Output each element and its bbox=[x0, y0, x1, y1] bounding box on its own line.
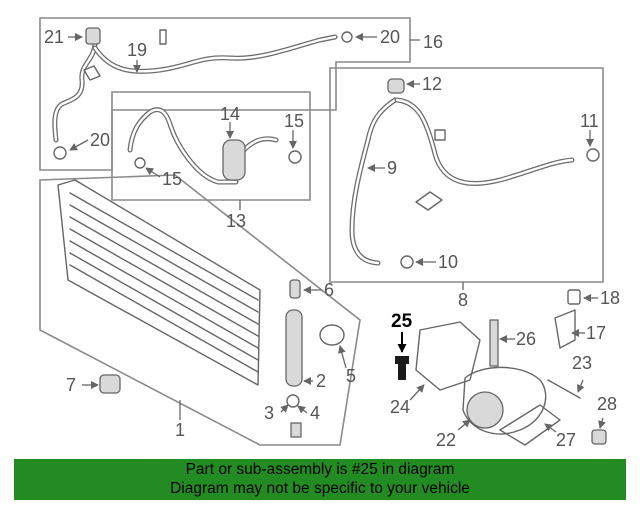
callout-9: 9 bbox=[387, 158, 397, 178]
bolt-25-highlighted bbox=[395, 332, 409, 380]
bracket-8 bbox=[415, 191, 443, 211]
panel-8-outline bbox=[329, 67, 604, 283]
oring-20-bottom bbox=[53, 146, 67, 160]
callout-15-left: 15 bbox=[162, 169, 182, 189]
sensor-7 bbox=[99, 374, 121, 394]
banner-line-1: Part or sub-assembly is #25 in diagram bbox=[185, 461, 455, 478]
callout-11: 11 bbox=[580, 111, 599, 131]
oring-20-top bbox=[341, 31, 353, 43]
callout-20-top: 20 bbox=[380, 27, 400, 47]
plug-6 bbox=[289, 279, 301, 299]
callout-16: 16 bbox=[423, 32, 443, 52]
bolt-23 bbox=[547, 379, 581, 399]
callout-labels: 21 20 16 19 20 12 14 15 15 11 9 13 10 8 … bbox=[44, 27, 620, 450]
line-19-left bbox=[52, 39, 98, 143]
callout-15-right: 15 bbox=[284, 111, 304, 131]
callout-1: 1 bbox=[175, 420, 185, 440]
callout-19: 19 bbox=[127, 40, 147, 60]
line-8-pipe bbox=[394, 97, 575, 186]
cap-12 bbox=[387, 78, 405, 94]
callout-7: 7 bbox=[66, 375, 76, 395]
bracket bbox=[83, 65, 101, 81]
banner-line-2: Diagram may not be specific to your vehi… bbox=[170, 479, 470, 497]
condenser-panel-1 bbox=[39, 174, 361, 446]
callout-4: 4 bbox=[310, 403, 320, 423]
callout-23: 23 bbox=[572, 353, 592, 373]
receiver-drier-2 bbox=[285, 309, 303, 387]
panel-16-outline bbox=[39, 17, 411, 171]
bracket-17 bbox=[554, 309, 576, 349]
bracket-24 bbox=[415, 321, 481, 391]
callout-17: 17 bbox=[586, 323, 606, 343]
callout-10: 10 bbox=[438, 252, 458, 272]
compressor-pulley bbox=[466, 391, 504, 429]
compressor-region bbox=[395, 289, 607, 446]
callout-28: 28 bbox=[597, 394, 617, 414]
compressor-22 bbox=[462, 366, 547, 435]
callout-24: 24 bbox=[390, 397, 410, 417]
oring-15-left bbox=[134, 157, 146, 169]
bolt-28 bbox=[591, 429, 607, 445]
callout-12: 12 bbox=[422, 74, 442, 94]
oring-11 bbox=[586, 148, 600, 162]
panel-13-outline bbox=[111, 91, 311, 201]
clip-18 bbox=[567, 289, 581, 305]
callout-2: 2 bbox=[316, 371, 326, 391]
callout-3: 3 bbox=[264, 403, 274, 423]
callout-21: 21 bbox=[44, 27, 64, 47]
callout-27: 27 bbox=[556, 430, 576, 450]
oring-10 bbox=[400, 255, 414, 269]
leader-lines bbox=[68, 33, 606, 433]
info-banner: Part or sub-assembly is #25 in diagram D… bbox=[14, 459, 626, 500]
bracket-5 bbox=[319, 324, 345, 346]
callout-25: 25 bbox=[391, 311, 413, 332]
callout-26: 26 bbox=[516, 329, 536, 349]
bolt-26 bbox=[489, 319, 499, 367]
callout-14: 14 bbox=[220, 104, 240, 124]
condenser-fins bbox=[69, 192, 259, 373]
condenser-core bbox=[57, 179, 261, 386]
clip-8 bbox=[434, 129, 446, 141]
shield-27 bbox=[499, 404, 561, 446]
callout-13: 13 bbox=[226, 211, 246, 231]
panel-16 bbox=[39, 17, 411, 171]
oring-15-right bbox=[288, 150, 302, 164]
callout-20-bottom: 20 bbox=[90, 130, 110, 150]
callout-8: 8 bbox=[458, 290, 468, 310]
callout-18: 18 bbox=[600, 288, 620, 308]
oring-3 bbox=[286, 394, 300, 408]
plug-bottom bbox=[290, 422, 302, 438]
callout-6: 6 bbox=[324, 280, 334, 300]
panel-13 bbox=[111, 91, 311, 201]
panel-1-outline bbox=[39, 174, 361, 446]
callout-22: 22 bbox=[436, 430, 456, 450]
panel-8 bbox=[329, 67, 604, 283]
callout-5: 5 bbox=[346, 366, 356, 386]
accumulator-14 bbox=[222, 139, 246, 181]
clip bbox=[159, 29, 167, 45]
valve-cap bbox=[85, 27, 101, 45]
